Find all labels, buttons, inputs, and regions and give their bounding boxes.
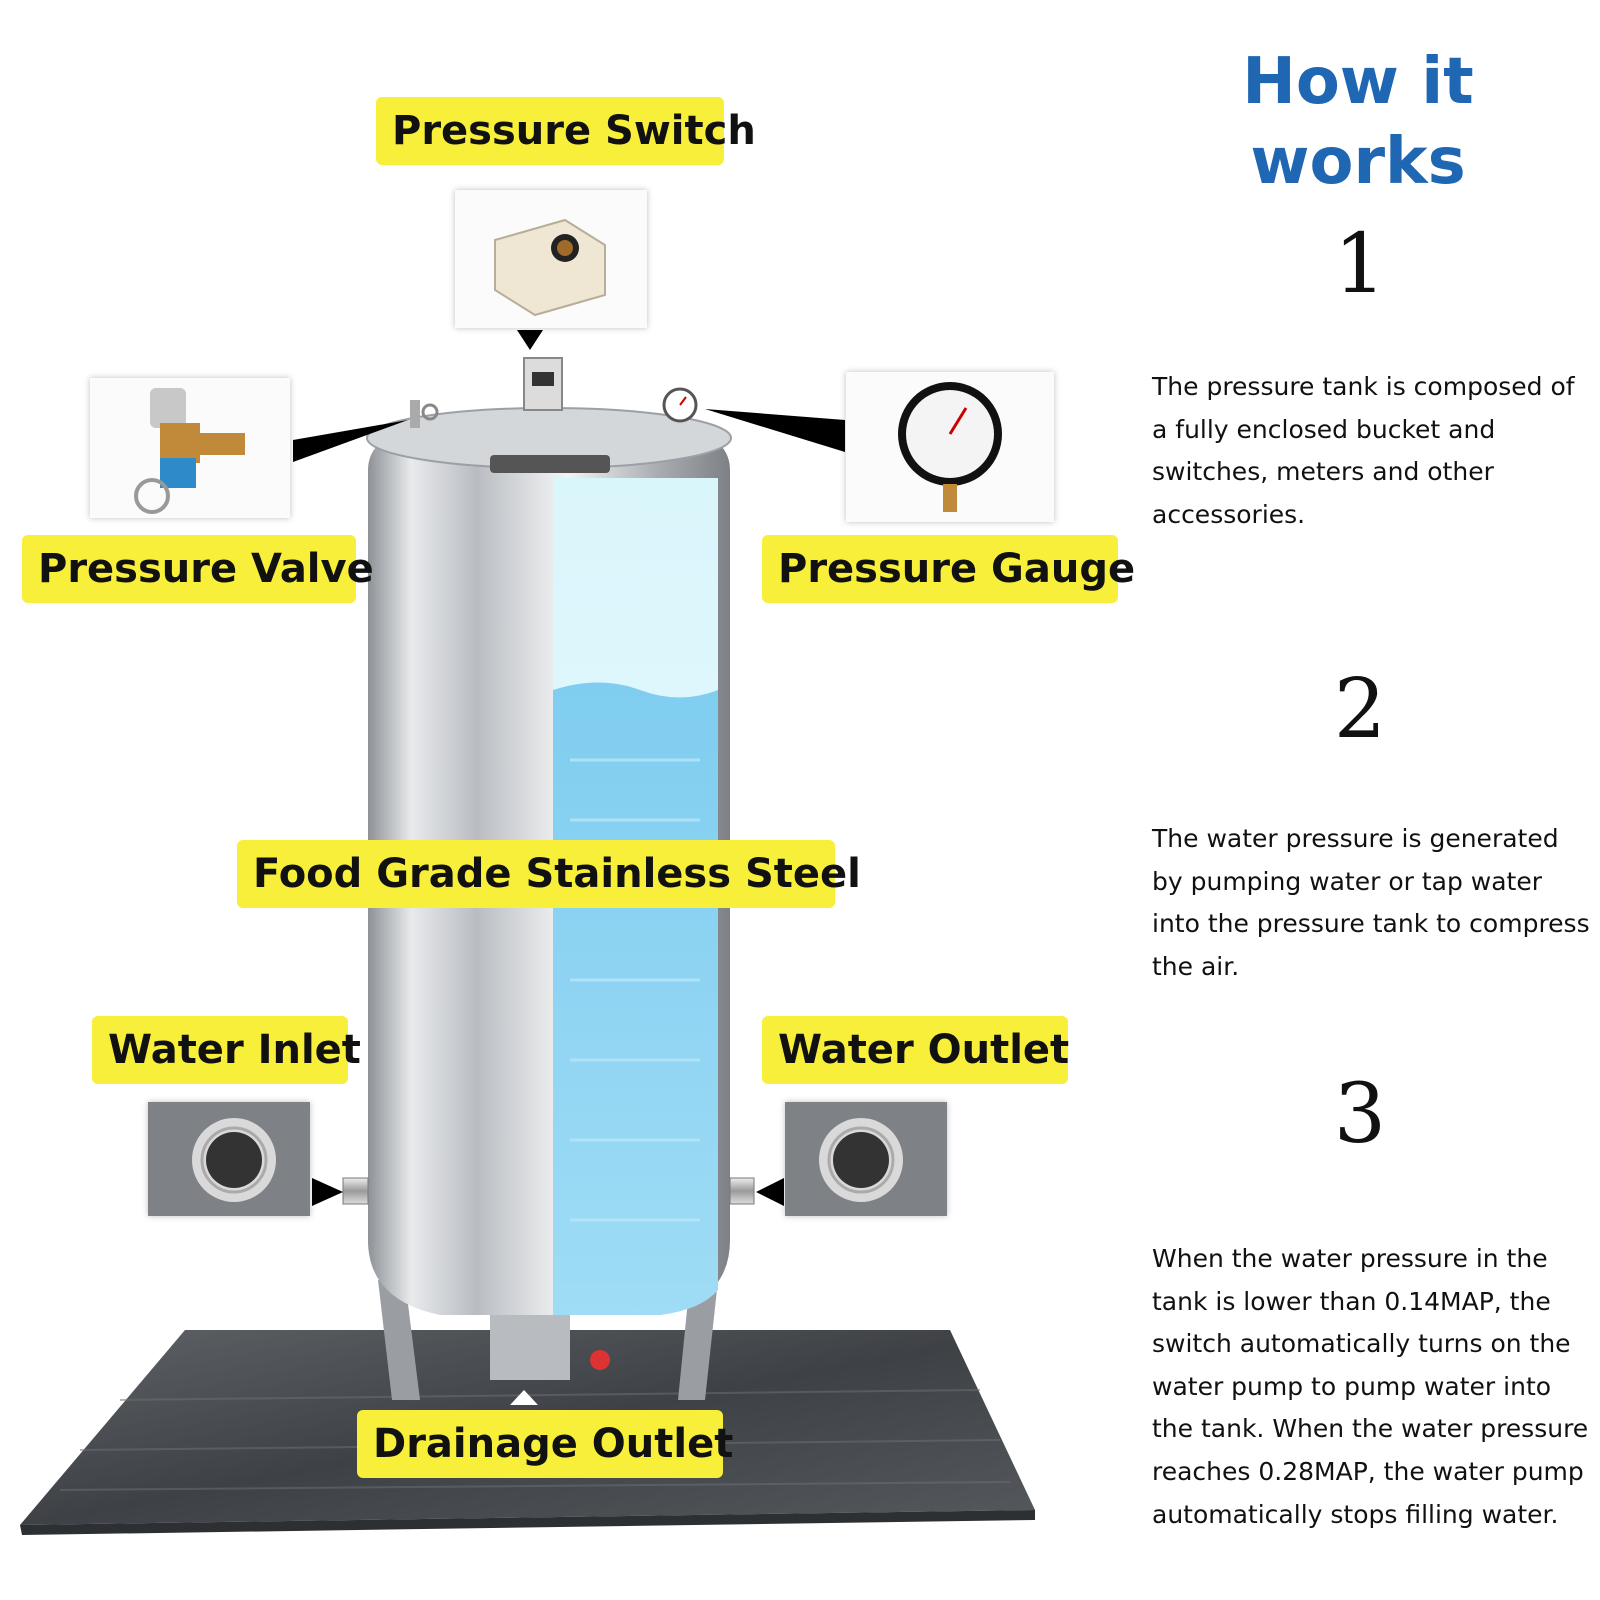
step-text-2: The water pressure is generated by pumpi… — [1152, 824, 1590, 981]
pipe-fitting-icon — [148, 1102, 310, 1216]
side-nozzles — [342, 1177, 755, 1370]
pipe-fitting-icon — [785, 1102, 947, 1216]
label-pressure-valve: Pressure Valve — [22, 535, 374, 603]
label-pressure-gauge: Pressure Gauge — [762, 535, 1135, 603]
step-number-1: 1 — [1333, 217, 1387, 312]
pressure-gauge-photo — [846, 372, 1054, 522]
step-text-1: The pressure tank is composed of a fully… — [1152, 372, 1575, 529]
label-water-inlet: Water Inlet — [92, 1016, 361, 1084]
step-number-2: 2 — [1333, 662, 1387, 757]
label-drainage-outlet: Drainage Outlet — [357, 1410, 733, 1478]
pressure-gauge-icon — [898, 382, 1002, 512]
pressure-switch-icon — [494, 218, 606, 317]
top-fittings — [410, 357, 698, 428]
pointer-wedges — [293, 330, 845, 1405]
pressure-switch-photo — [455, 190, 647, 328]
pressure-valve-icon — [134, 388, 245, 514]
water-inlet-photo — [148, 1102, 310, 1216]
water-outlet-photo — [785, 1102, 947, 1216]
label-food-grade: Food Grade Stainless Steel — [237, 840, 861, 908]
pressure-valve-photo — [90, 378, 290, 518]
step-number-3: 3 — [1333, 1067, 1387, 1162]
label-pressure-switch: Pressure Switch — [376, 97, 756, 165]
label-water-outlet: Water Outlet — [762, 1016, 1069, 1084]
step-text-3: When the water pressure in the tank is l… — [1152, 1244, 1589, 1529]
page-title: How it works — [1242, 45, 1474, 199]
